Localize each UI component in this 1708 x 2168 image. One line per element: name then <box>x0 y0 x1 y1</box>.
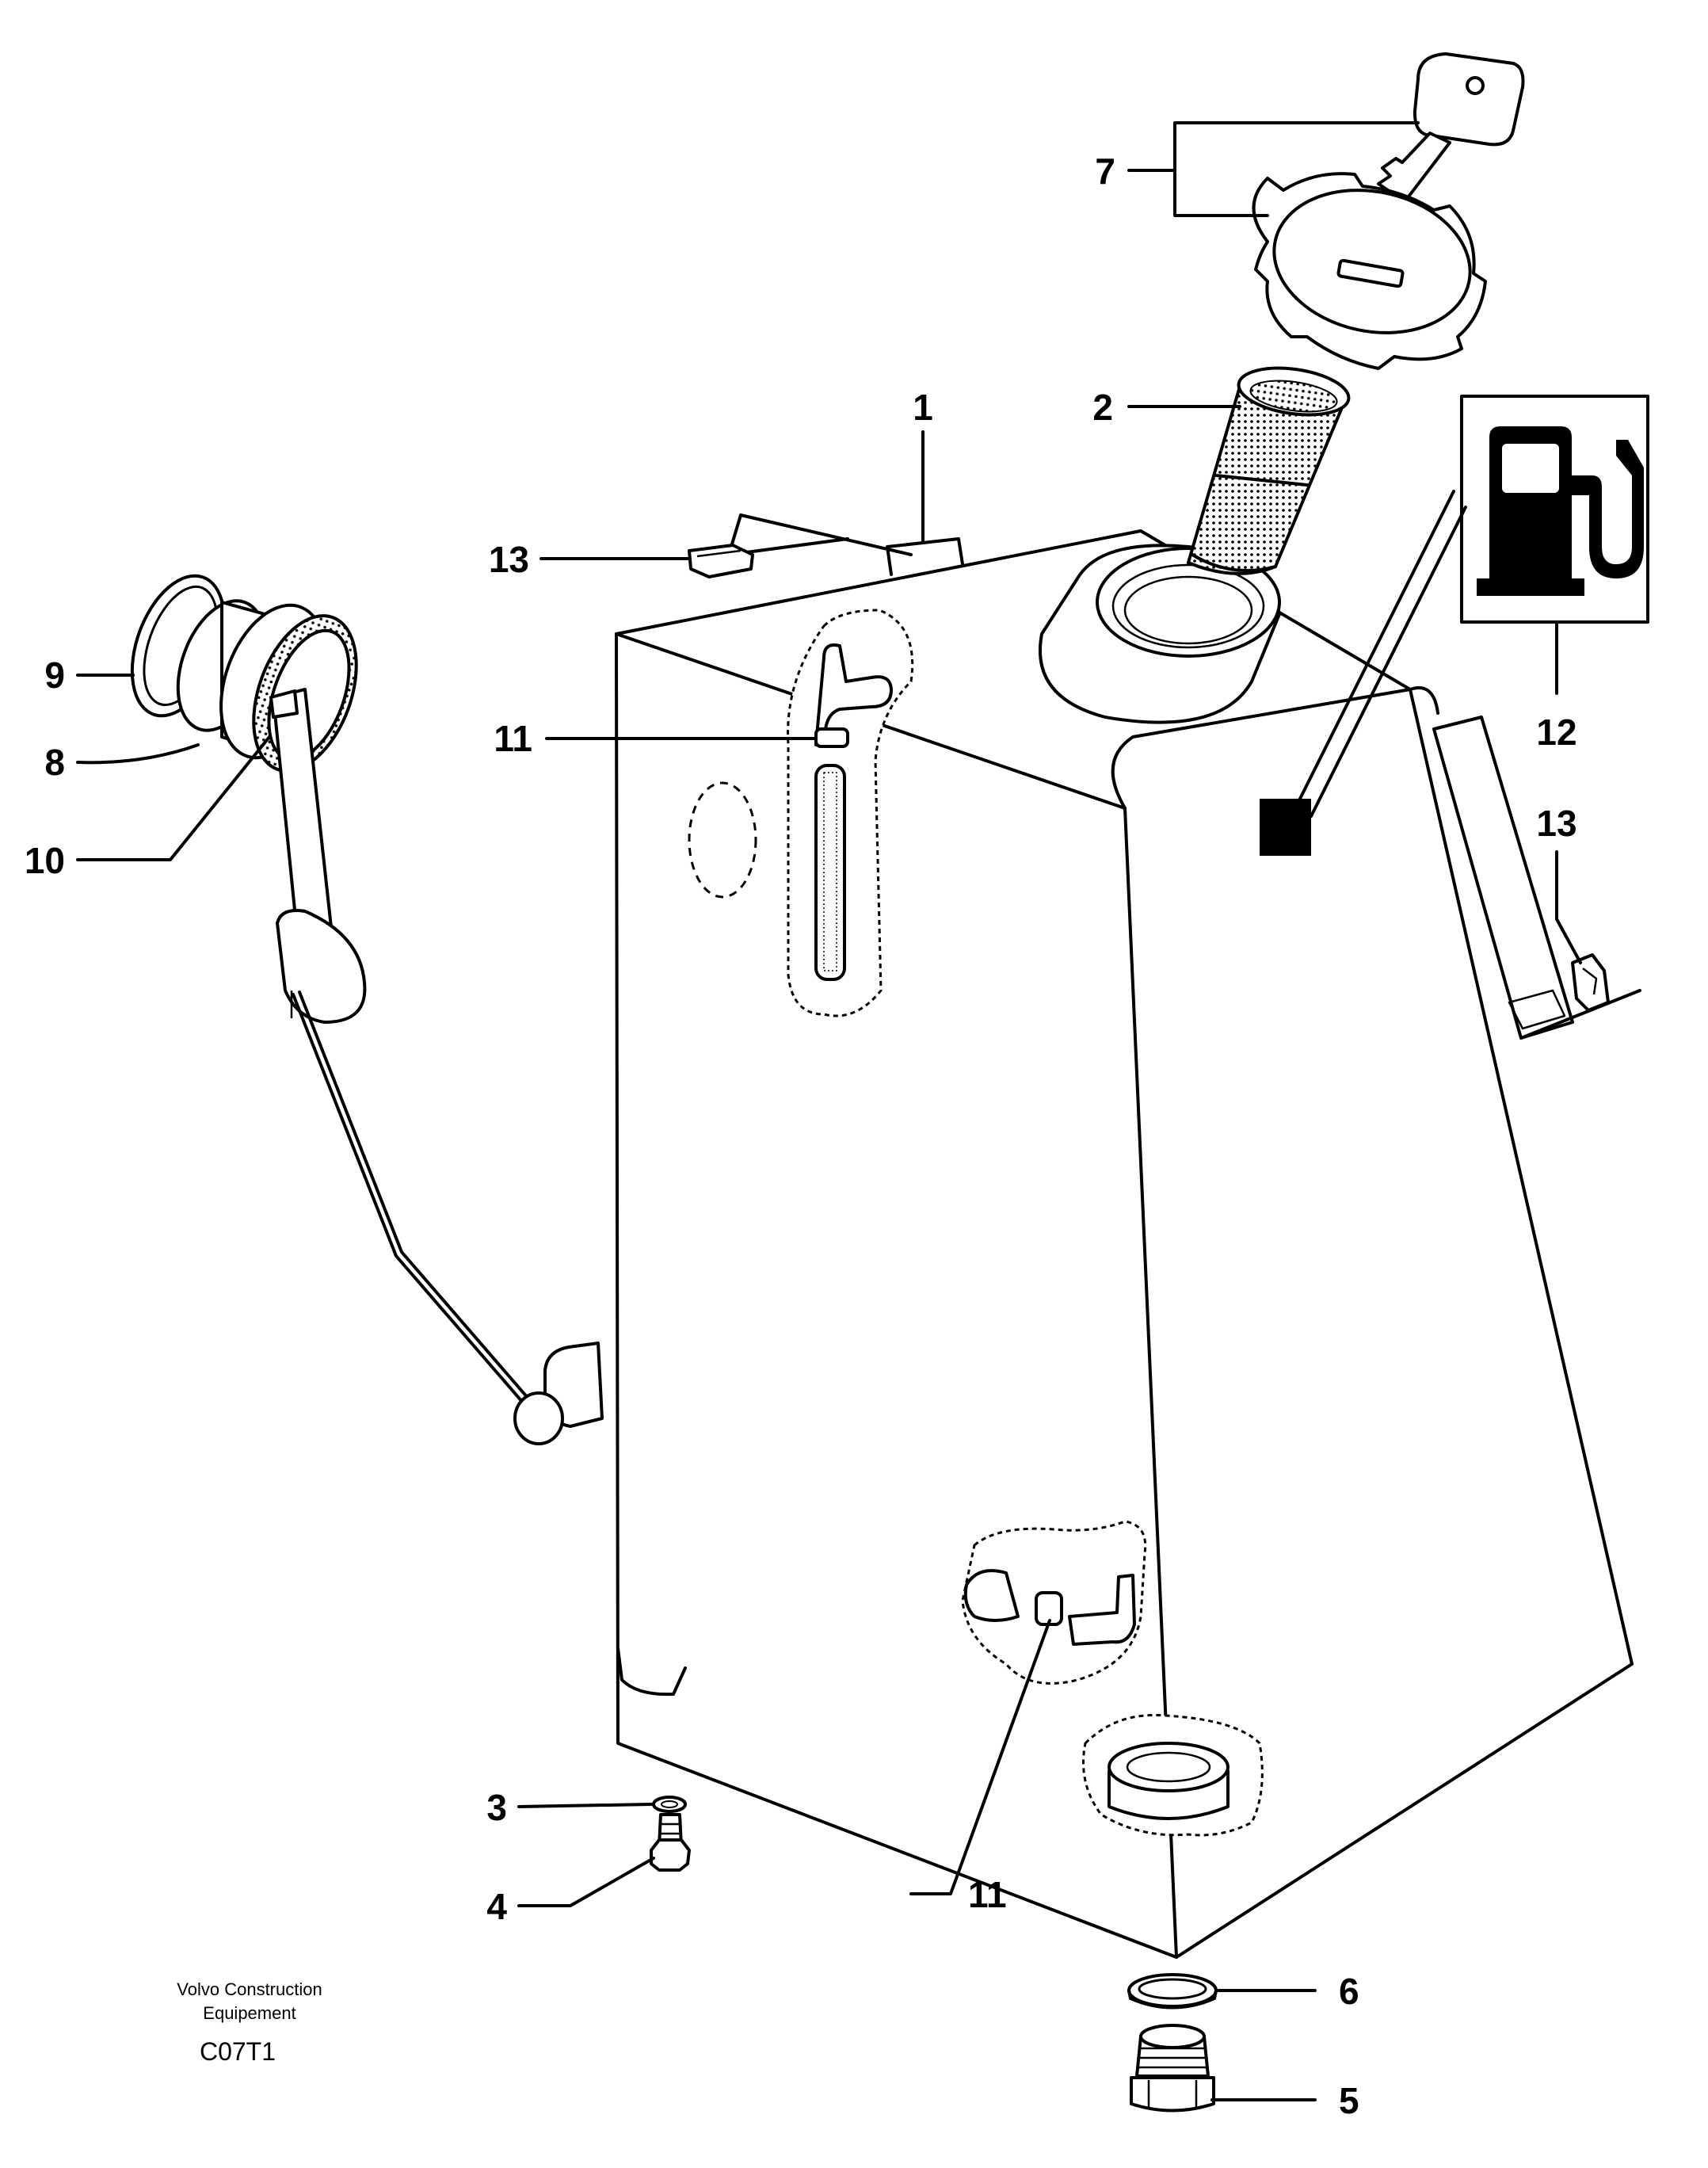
drain-plug <box>650 1813 691 1872</box>
callout-12: 12 <box>1536 712 1576 753</box>
fuel-pump-icon <box>1477 426 1644 596</box>
callout-13-top: 13 <box>489 539 529 580</box>
seal-ring <box>1127 1973 1218 2010</box>
drain-plug-washer <box>652 1796 687 1813</box>
fuel-cap-with-key <box>1252 52 1525 370</box>
callout-1: 1 <box>913 387 933 428</box>
callout-10: 10 <box>25 840 65 881</box>
callout-8: 8 <box>44 742 65 783</box>
callout-2: 2 <box>1092 387 1113 428</box>
callout-11-lower: 11 <box>968 1874 1007 1915</box>
footer: Volvo Construction Equipement C07T1 <box>177 1979 322 2066</box>
drain-boss <box>1082 1713 1264 1837</box>
footer-company: Volvo Construction <box>177 1979 322 1999</box>
callout-13-right: 13 <box>1536 803 1576 844</box>
key-icon <box>1375 52 1525 204</box>
footer-company-line2: Equipement <box>203 2003 295 2023</box>
callout-3: 3 <box>486 1787 507 1828</box>
callout-11-upper: 11 <box>494 718 532 759</box>
filler-strainer <box>1186 366 1351 575</box>
callout-labels: 1 2 3 4 5 6 7 8 9 10 11 11 12 13 13 <box>25 151 1577 2121</box>
lower-cutaway-hose <box>961 1520 1147 1685</box>
callout-9: 9 <box>44 655 65 696</box>
footer-code: C07T1 <box>200 2037 276 2066</box>
leader-lines <box>76 121 1582 2101</box>
callout-5: 5 <box>1339 2080 1359 2121</box>
fuel-cap <box>1252 172 1487 370</box>
clip-13-top <box>688 544 754 578</box>
callout-4: 4 <box>486 1886 507 1927</box>
adapter-nipple <box>1130 2024 1215 2113</box>
callout-7: 7 <box>1095 151 1115 192</box>
hose-clamp-upper <box>814 727 849 748</box>
fuel-level-sender <box>130 574 564 1445</box>
clip-13-right <box>1571 953 1610 1012</box>
label-plate <box>1260 799 1311 856</box>
upper-cutaway-hose <box>787 609 914 1017</box>
callout-6: 6 <box>1339 1971 1359 2012</box>
fuel-decal <box>1460 395 1649 624</box>
filler-neck <box>1038 544 1281 724</box>
